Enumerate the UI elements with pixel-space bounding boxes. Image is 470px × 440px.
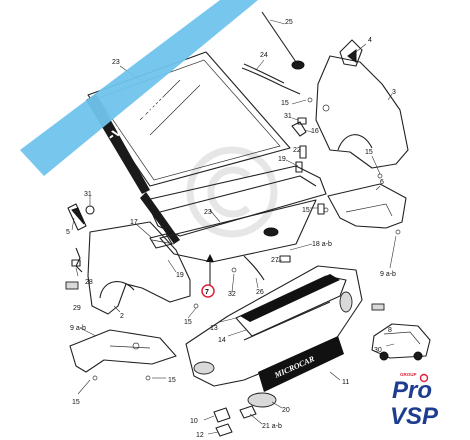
copyright-watermark bbox=[186, 146, 278, 238]
label-31-a: 31 bbox=[284, 113, 292, 120]
label-10: 10 bbox=[190, 418, 198, 425]
label-28: 28 bbox=[85, 279, 93, 286]
logo-pro-text: Pro bbox=[392, 377, 432, 404]
part-number-plate: MICROCAR bbox=[258, 336, 344, 392]
watermark-banner: pro-piece-vsp.com bbox=[20, 0, 258, 187]
part-bracket-17 bbox=[149, 233, 173, 249]
label-19-b: 19 bbox=[176, 272, 184, 279]
label-17: 17 bbox=[130, 219, 138, 226]
part-cable bbox=[71, 247, 83, 273]
part-mirror-right bbox=[339, 39, 363, 67]
label-9-left: 9 a-b bbox=[70, 325, 86, 332]
label-15-a: 15 bbox=[281, 100, 289, 107]
part-tag-29 bbox=[65, 281, 79, 290]
part-car-thumbnail bbox=[371, 303, 431, 361]
part-hinge-rod bbox=[243, 255, 291, 281]
label-22: 22 bbox=[293, 147, 301, 154]
label-4: 4 bbox=[368, 37, 372, 44]
part-clip-left bbox=[85, 205, 95, 215]
part-left-splash-guard bbox=[69, 329, 177, 373]
label-7: 7 bbox=[205, 289, 209, 296]
label-8: 8 bbox=[388, 327, 392, 334]
label-18: 18 a-b bbox=[312, 241, 332, 248]
part-small-clips-right bbox=[291, 117, 307, 173]
label-23-mid: 23 bbox=[204, 209, 212, 216]
brand-logo: GROUP Pro VSP bbox=[390, 372, 439, 430]
label-15-c: 15 bbox=[302, 207, 310, 214]
label-20: 20 bbox=[282, 407, 290, 414]
screws bbox=[92, 97, 401, 381]
highlight-part-7 bbox=[201, 254, 215, 298]
label-9-right: 9 a-b bbox=[380, 271, 396, 278]
part-antenna bbox=[261, 11, 305, 70]
part-fog-light bbox=[247, 392, 277, 408]
label-15-f: 15 bbox=[72, 399, 80, 406]
part-tailgate-glass bbox=[159, 199, 317, 263]
logo-group-text: GROUP bbox=[400, 372, 417, 377]
part-grille bbox=[240, 274, 340, 322]
label-15-b: 15 bbox=[365, 149, 373, 156]
label-13: 13 bbox=[210, 325, 218, 332]
label-31-b: 31 bbox=[84, 191, 92, 198]
label-29: 29 bbox=[73, 305, 81, 312]
label-21: 21 a-b bbox=[262, 423, 282, 430]
label-27: 27 bbox=[271, 257, 279, 264]
label-2: 2 bbox=[120, 313, 124, 320]
part-small-bottom bbox=[213, 405, 257, 437]
label-23-top: 23 bbox=[112, 59, 120, 66]
label-11: 11 bbox=[342, 379, 349, 386]
leader-lines bbox=[71, 19, 397, 435]
part-right-fender bbox=[315, 55, 409, 169]
label-19-a: 19 bbox=[278, 156, 286, 163]
logo-vsp-text: VSP bbox=[390, 403, 439, 430]
part-left-fender bbox=[87, 221, 191, 315]
label-30: 30 bbox=[374, 347, 382, 354]
label-5: 5 bbox=[66, 229, 70, 236]
part-labels: 25 4 24 23 3 15 31 16 19 22 15 31 6 23 1… bbox=[66, 19, 396, 439]
label-26: 26 bbox=[256, 289, 264, 296]
part-mirror-left bbox=[67, 203, 87, 231]
label-12: 12 bbox=[196, 432, 204, 439]
label-25: 25 bbox=[285, 19, 293, 26]
label-6: 6 bbox=[380, 179, 384, 186]
label-16: 16 bbox=[311, 128, 319, 135]
label-14: 14 bbox=[218, 337, 226, 344]
label-32: 32 bbox=[228, 291, 236, 298]
part-inner-panel bbox=[317, 183, 407, 229]
part-wiper-arm bbox=[241, 63, 301, 95]
label-3: 3 bbox=[392, 89, 396, 96]
label-15-e: 15 bbox=[168, 377, 176, 384]
label-24: 24 bbox=[260, 52, 268, 59]
label-15-d: 15 bbox=[184, 319, 192, 326]
